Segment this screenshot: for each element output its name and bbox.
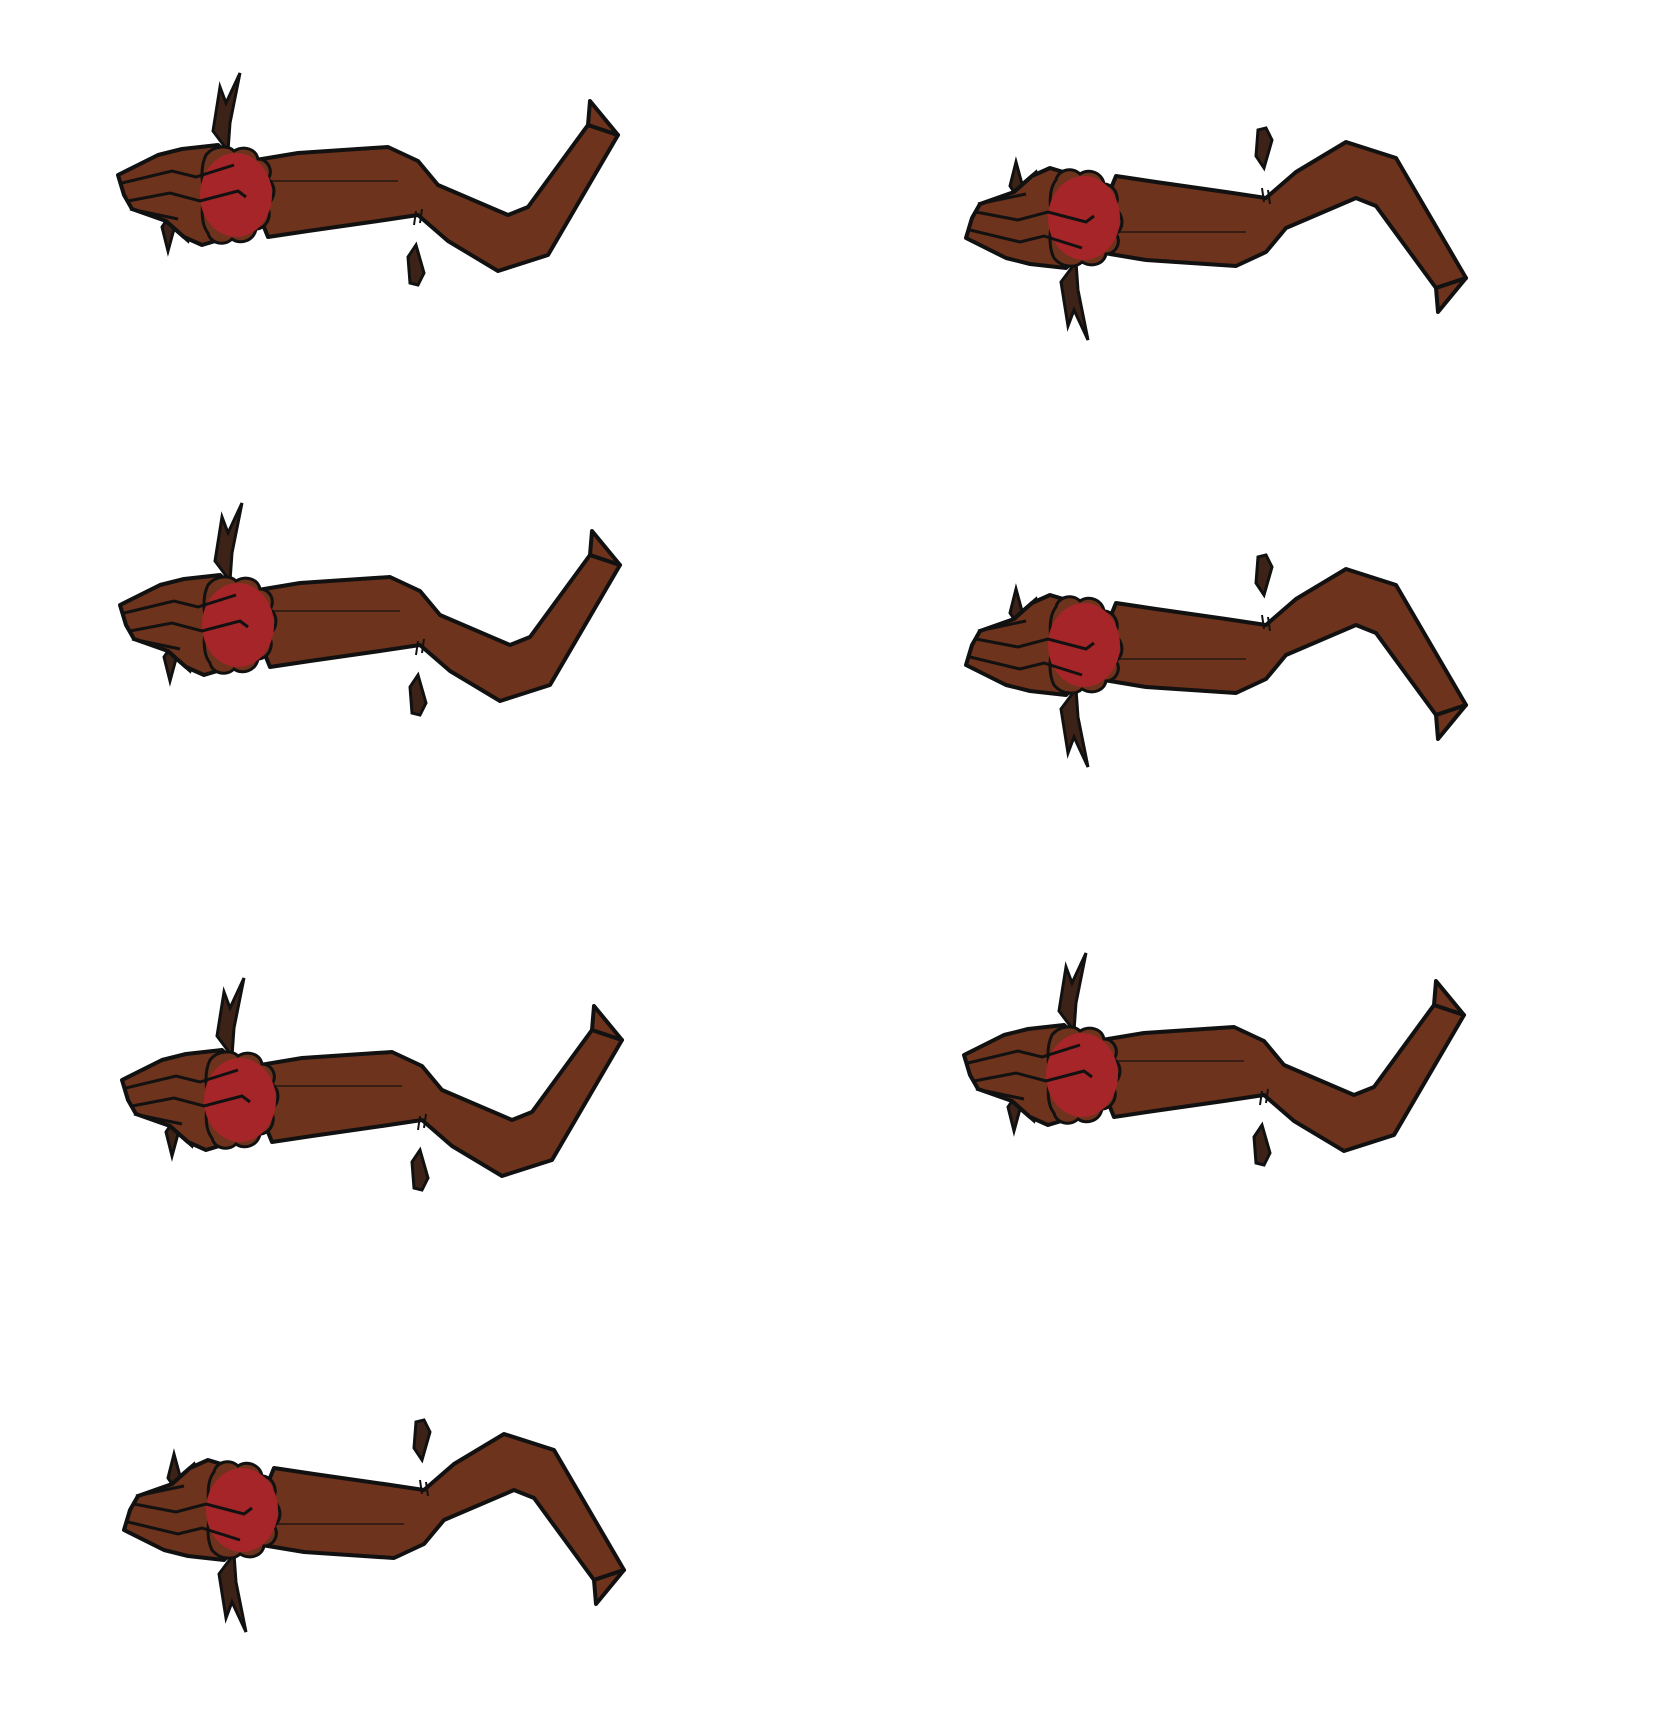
- creature-sprite-frame-5: [122, 978, 622, 1190]
- creature-sprite-frame-3: [120, 503, 620, 715]
- creature-sprite-frame-7: [124, 1420, 624, 1632]
- creature-sprite-frame-2: [966, 128, 1466, 340]
- creature-sprite-frame-6: [964, 953, 1464, 1165]
- creature-sprite-frame-4: [966, 555, 1466, 767]
- creature-sprite-frame-1: [118, 73, 618, 285]
